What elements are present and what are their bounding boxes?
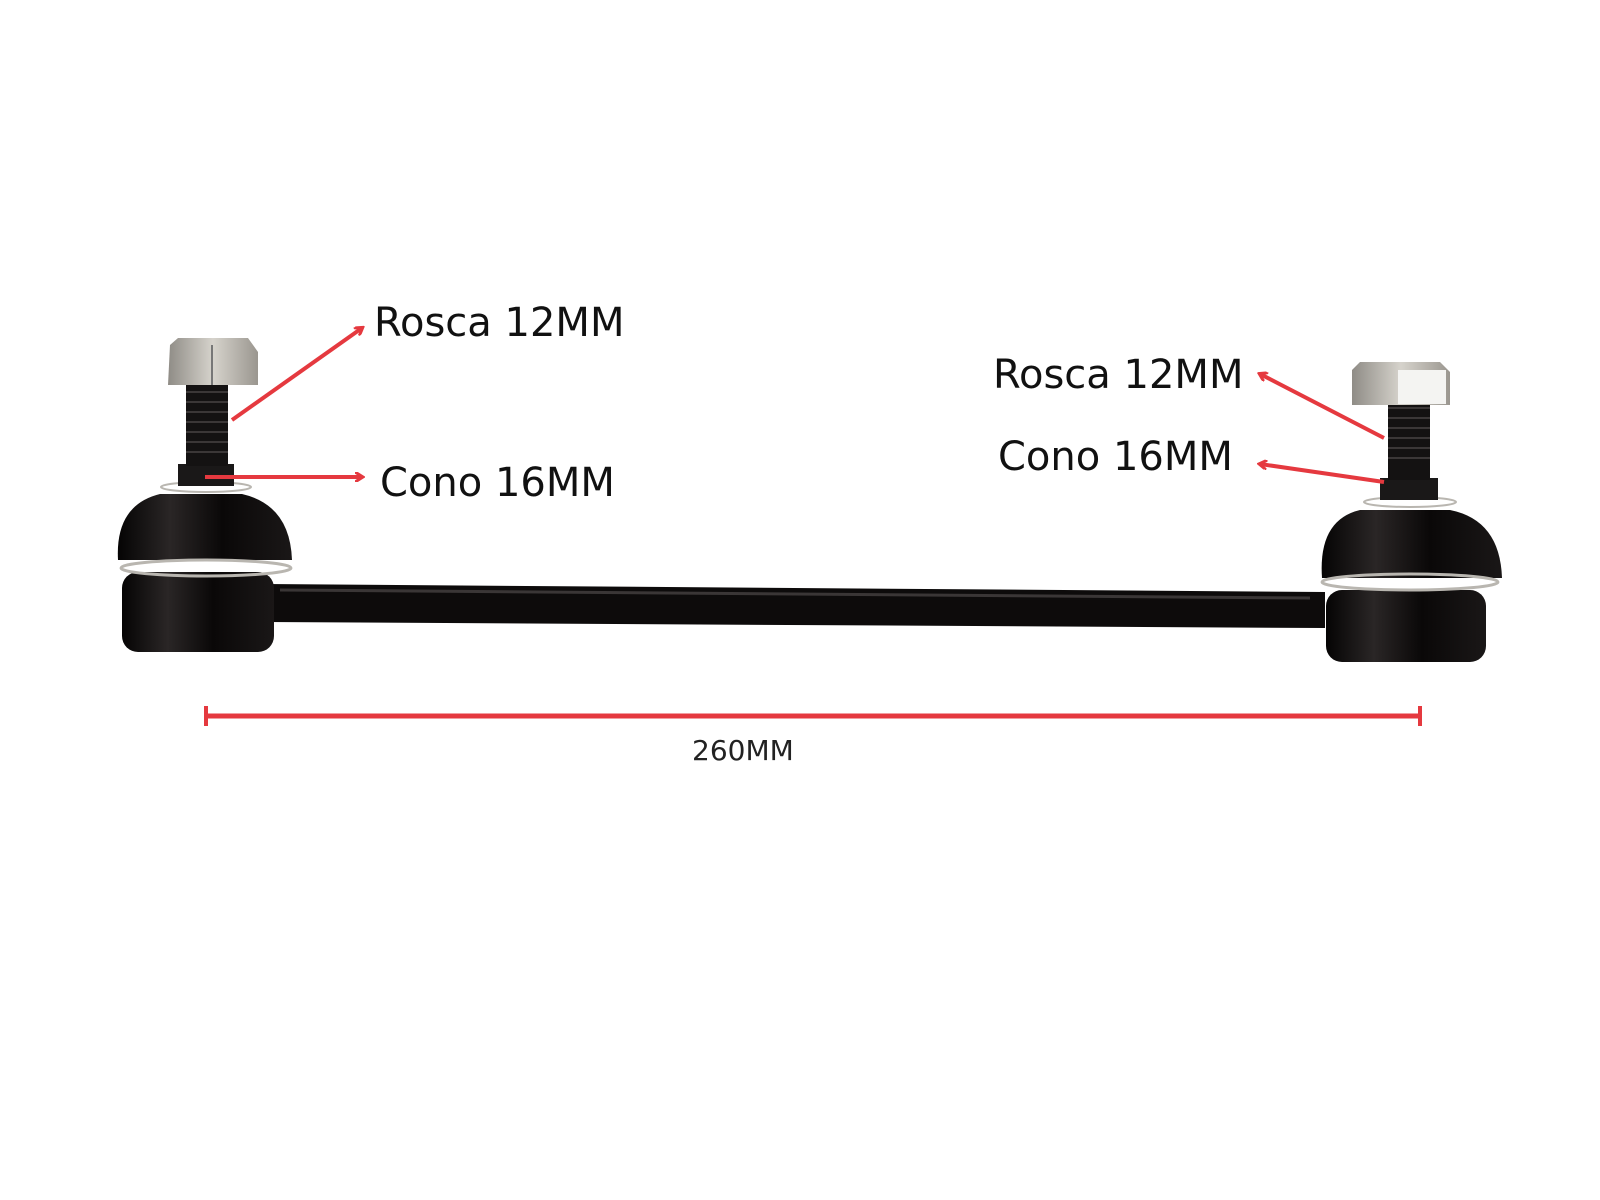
length-dimension-line: [204, 706, 1422, 726]
right-thread-arrow: [1260, 374, 1385, 440]
right-ball-joint: [1320, 362, 1502, 662]
left-ball-joint: [117, 338, 293, 652]
length-label: 260MM: [692, 734, 794, 767]
left-thread-label: Rosca 12MM: [374, 300, 624, 346]
right-thread-label: Rosca 12MM: [993, 352, 1243, 398]
right-cone-arrow: [1260, 464, 1385, 484]
left-thread-arrow: [230, 328, 362, 422]
left-cone-label: Cono 16MM: [380, 460, 615, 506]
right-cone-label: Cono 16MM: [998, 434, 1233, 480]
link-rod: [265, 584, 1325, 628]
